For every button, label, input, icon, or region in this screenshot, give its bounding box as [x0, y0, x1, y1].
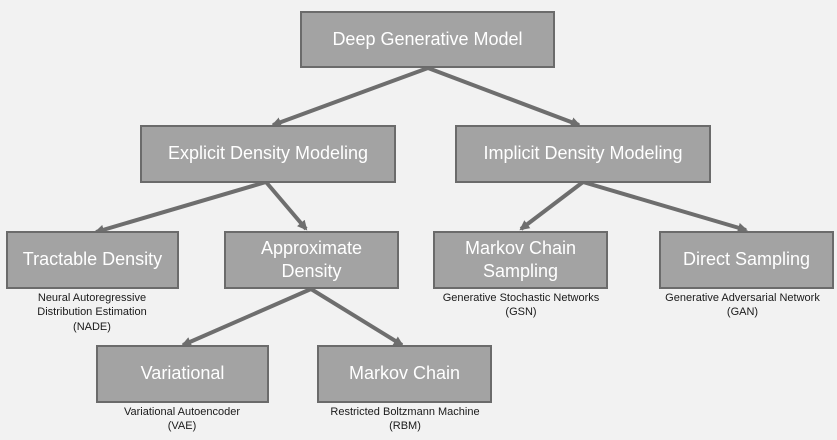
- node-implicit-density-modeling-label: Implicit Density Modeling: [483, 143, 683, 164]
- node-explicit-density-modeling-label: Explicit Density Modeling: [167, 143, 369, 164]
- node-deep-generative-model: Deep Generative Model: [300, 11, 555, 68]
- note-gan: Generative Adversarial Network (GAN): [665, 292, 820, 319]
- note-vae: Variational Autoencoder (VAE): [124, 406, 240, 433]
- node-tractable-density: Tractable Density: [6, 231, 179, 289]
- node-direct-sampling-label: Direct Sampling: [682, 249, 811, 270]
- edge-root-explicit: [271, 66, 429, 127]
- node-markov-chain-sampling: Markov Chain Sampling: [433, 231, 608, 289]
- edge-implicit-markov-sampling: [519, 180, 585, 231]
- edge-explicit-tractable: [94, 180, 267, 235]
- node-deep-generative-model-label: Deep Generative Model: [332, 28, 523, 49]
- node-approximate-density-label: Approximate Density: [260, 237, 363, 281]
- note-rbm: Restricted Boltzmann Machine (RBM): [330, 406, 480, 433]
- node-variational: Variational: [96, 345, 269, 403]
- edge-approximate-markov-chain: [309, 287, 404, 347]
- edge-implicit-direct: [582, 180, 748, 233]
- edge-approximate-variational: [181, 287, 312, 347]
- node-variational-label: Variational: [140, 363, 225, 384]
- node-markov-chain: Markov Chain: [317, 345, 492, 403]
- node-markov-chain-sampling-label: Markov Chain Sampling: [464, 237, 577, 281]
- edge-explicit-approximate: [264, 180, 308, 231]
- node-direct-sampling: Direct Sampling: [659, 231, 834, 289]
- node-explicit-density-modeling: Explicit Density Modeling: [140, 125, 396, 183]
- node-tractable-density-label: Tractable Density: [22, 249, 163, 270]
- note-gsn: Generative Stochastic Networks (GSN): [442, 292, 600, 319]
- node-approximate-density: Approximate Density: [224, 231, 399, 289]
- node-implicit-density-modeling: Implicit Density Modeling: [455, 125, 711, 183]
- node-markov-chain-label: Markov Chain: [348, 363, 461, 384]
- edge-root-implicit: [427, 66, 581, 127]
- note-nade: Neural Autoregressive Distribution Estim…: [37, 292, 147, 333]
